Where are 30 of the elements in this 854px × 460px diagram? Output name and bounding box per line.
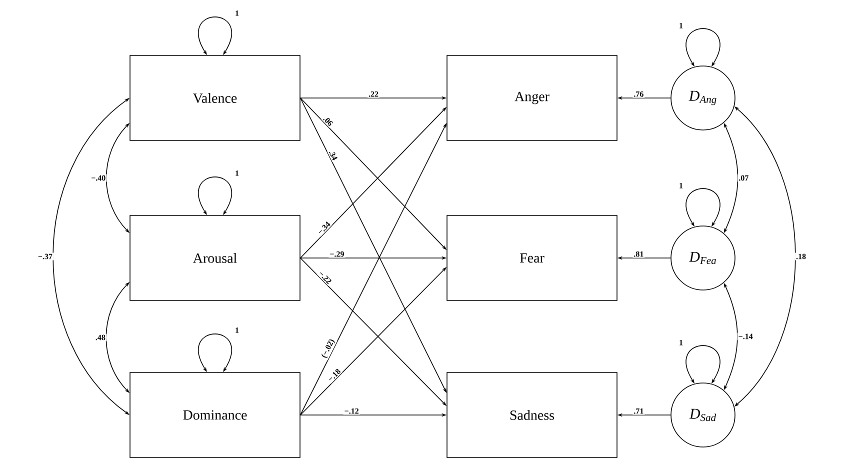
variable-box: Anger [446, 55, 618, 141]
edge-label: .48 [94, 334, 106, 342]
variable-box: Valence [130, 55, 300, 141]
edge-label: −.22 [316, 268, 334, 286]
edge-label: −.14 [737, 332, 754, 340]
edge-label: −.12 [343, 407, 360, 415]
edge-label: .76 [632, 90, 645, 98]
edge-label: .06 [321, 114, 335, 128]
edge-label: 1 [234, 326, 240, 334]
edge-label: .22 [368, 90, 380, 98]
edge-label: −.40 [90, 174, 107, 182]
edge-label: −.37 [36, 252, 54, 260]
edge-label: .07 [738, 174, 750, 182]
edge-label: 1 [678, 182, 684, 190]
edge-label: 1 [678, 338, 684, 346]
edge-label: .34 [327, 148, 340, 162]
edge-label: (−.02) [319, 336, 338, 360]
edge-label: −.18 [326, 366, 343, 384]
edge-label: .81 [632, 250, 645, 258]
variable-box: Fear [446, 215, 618, 301]
edge-label: −.34 [316, 220, 332, 237]
variable-box: Sadness [446, 372, 618, 458]
variable-box: Dominance [130, 372, 300, 458]
edge-label: 1 [234, 9, 240, 17]
edge-label: 1 [678, 22, 684, 30]
edge-label: 1 [234, 169, 240, 177]
edge-label: .18 [795, 252, 808, 260]
variable-box: Arousal [130, 215, 300, 301]
edge-label: −.29 [328, 250, 346, 258]
edge-label: .71 [632, 407, 645, 415]
